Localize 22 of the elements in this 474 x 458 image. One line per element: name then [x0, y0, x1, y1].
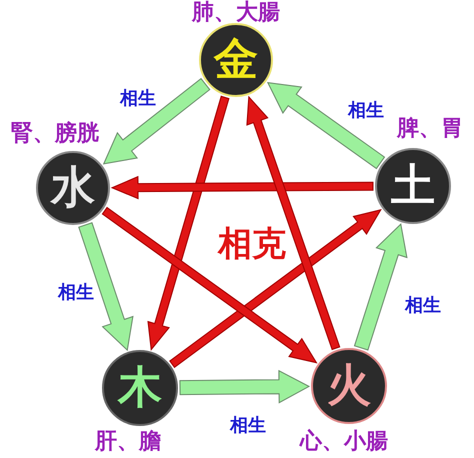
arrow [78, 222, 134, 352]
arrow [102, 206, 318, 364]
element-character: 水 [51, 166, 95, 210]
arrow [102, 78, 210, 165]
arrow [354, 223, 408, 351]
arrow [246, 96, 340, 350]
element-circle [199, 23, 273, 97]
organ-label: 心、小腸 [300, 428, 388, 456]
arrow [147, 96, 230, 351]
center-label: 相克 [218, 223, 286, 266]
arrow [110, 176, 374, 200]
element-character: 木 [118, 366, 162, 410]
arrow [179, 370, 310, 404]
element-character: 金 [214, 38, 258, 82]
element-character: 土 [391, 164, 435, 208]
organ-label: 肝、膽 [95, 428, 161, 456]
element-character: 火 [327, 364, 371, 408]
arrow [266, 82, 386, 170]
organ-label: 脾、胃 [397, 115, 463, 143]
organ-label: 肺、大腸 [192, 0, 280, 27]
organ-label: 腎、膀胱 [11, 120, 99, 148]
arrow [169, 209, 382, 368]
